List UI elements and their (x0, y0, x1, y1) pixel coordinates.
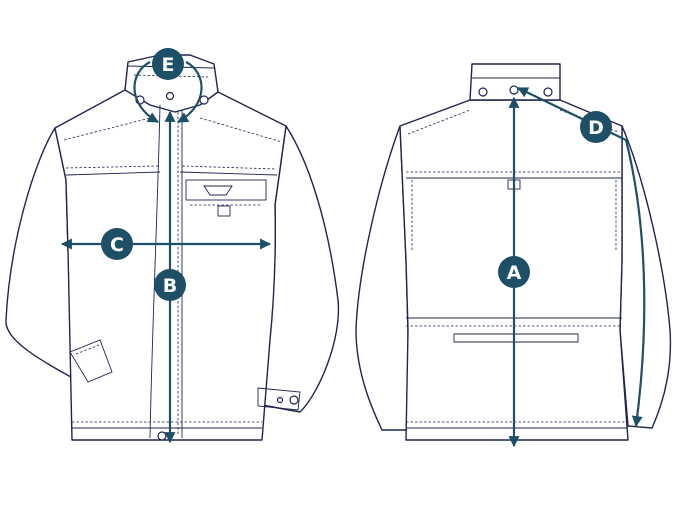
badge-b-label: B (163, 275, 177, 297)
badge-e: E (152, 48, 184, 80)
badge-a-label: A (507, 262, 522, 284)
badge-a: A (498, 256, 530, 288)
badge-b: B (154, 269, 186, 301)
badge-e-label: E (162, 54, 175, 76)
badge-c: C (101, 228, 133, 260)
badge-d: D (580, 111, 612, 143)
measure-e-right-arc (177, 61, 203, 123)
chest-logo-patch (203, 185, 233, 196)
measure-e-left-arc (133, 61, 159, 123)
front-chest-pocket (185, 179, 267, 201)
back-right-sleeve (619, 125, 672, 429)
measure-d-line (517, 87, 646, 428)
badge-c-label: C (110, 234, 124, 256)
back-left-sleeve (355, 125, 411, 431)
badge-d-label: D (588, 117, 604, 139)
jacket-front-view (5, 54, 340, 441)
